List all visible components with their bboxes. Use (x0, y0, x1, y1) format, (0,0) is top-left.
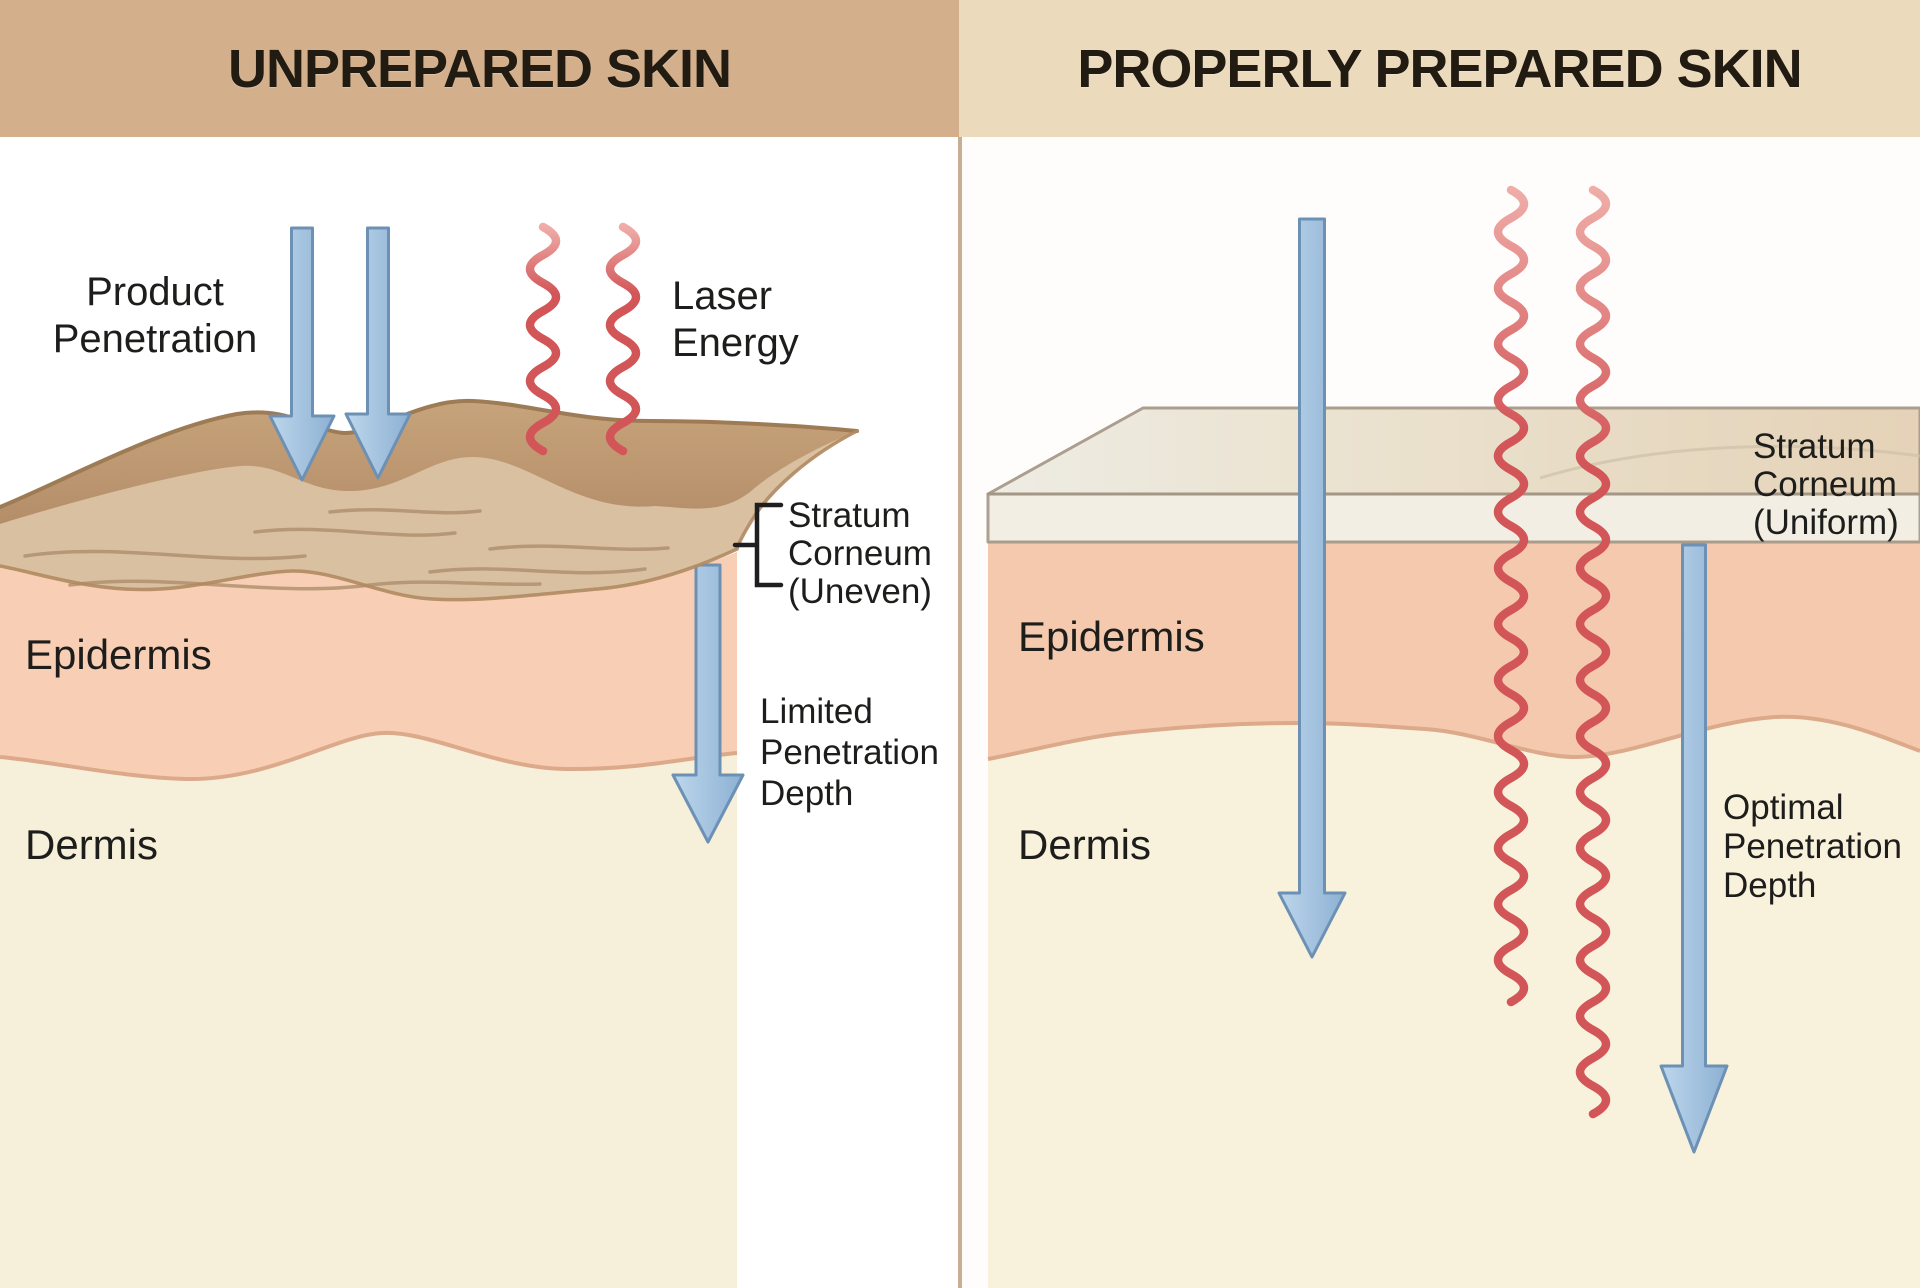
label-line: Laser (672, 274, 773, 318)
optimal-penetration-depth-label: Optimal Penetration Depth (1723, 788, 1902, 905)
label-line: Penetration (52, 317, 258, 361)
laser-energy-label: Laser Energy (672, 273, 799, 367)
left-title-band: UNPREPARED SKIN (0, 0, 959, 137)
uniform-stratum-corneum-slab (986, 406, 1920, 544)
left-epidermis-layer (0, 552, 737, 780)
right-epidermis-label: Epidermis (1018, 613, 1205, 660)
label-line: Depth (1723, 866, 1817, 905)
left-epidermis-label: Epidermis (25, 631, 212, 678)
left-panel-title: UNPREPARED SKIN (227, 38, 732, 99)
label-line: Corneum (788, 534, 932, 573)
label-line: (Uneven) (788, 572, 932, 611)
label-line: (Uniform) (1753, 503, 1899, 542)
stratum-corneum-uneven-label: Stratum Corneum (Uneven) (788, 497, 932, 611)
label-line: Depth (760, 774, 854, 813)
slab-front-face (986, 492, 1920, 544)
left-dermis-layer (0, 732, 737, 1288)
laser-wave-right-1 (1493, 185, 1529, 1007)
label-line: Stratum (1753, 427, 1876, 466)
label-line: Limited (760, 692, 873, 731)
label-line: Corneum (1753, 465, 1897, 504)
product-arrow-1 (268, 226, 336, 482)
stratum-corneum-uniform-label: Stratum Corneum (Uniform) (1753, 428, 1899, 542)
stratum-corneum-dark-surface (0, 400, 857, 524)
optimal-penetration-arrow (1659, 543, 1729, 1154)
label-line: Energy (672, 321, 799, 365)
label-line: Optimal (1723, 788, 1844, 827)
limited-penetration-arrow (671, 563, 745, 844)
stratum-corneum-underside-line (0, 429, 859, 602)
left-dermis-boundary-line (0, 730, 738, 782)
right-dermis-boundary-line (987, 714, 1920, 761)
limited-penetration-depth-label: Limited Penetration Depth (760, 691, 939, 814)
laser-wave-left-2 (605, 222, 641, 456)
label-line: Stratum (788, 496, 911, 535)
label-line: Penetration (760, 733, 940, 772)
product-penetration-label: Product Penetration (40, 269, 270, 363)
product-arrow-2 (344, 226, 412, 480)
right-title-band: PROPERLY PREPARED SKIN (959, 0, 1920, 137)
right-panel-title: PROPERLY PREPARED SKIN (1077, 38, 1802, 99)
right-dermis-label: Dermis (1018, 821, 1151, 868)
left-skin-illustration (0, 552, 738, 1288)
stratum-corneum-streaks (23, 507, 670, 591)
label-line: Penetration (1723, 827, 1903, 866)
label-line: Product (86, 270, 224, 314)
left-dermis-label: Dermis (25, 821, 158, 868)
deep-penetration-arrow (1277, 217, 1347, 959)
stratum-corneum-bracket (732, 502, 784, 588)
laser-wave-right-2 (1575, 185, 1611, 1119)
left-stratum-corneum (0, 398, 859, 602)
laser-wave-left-1 (525, 222, 561, 456)
